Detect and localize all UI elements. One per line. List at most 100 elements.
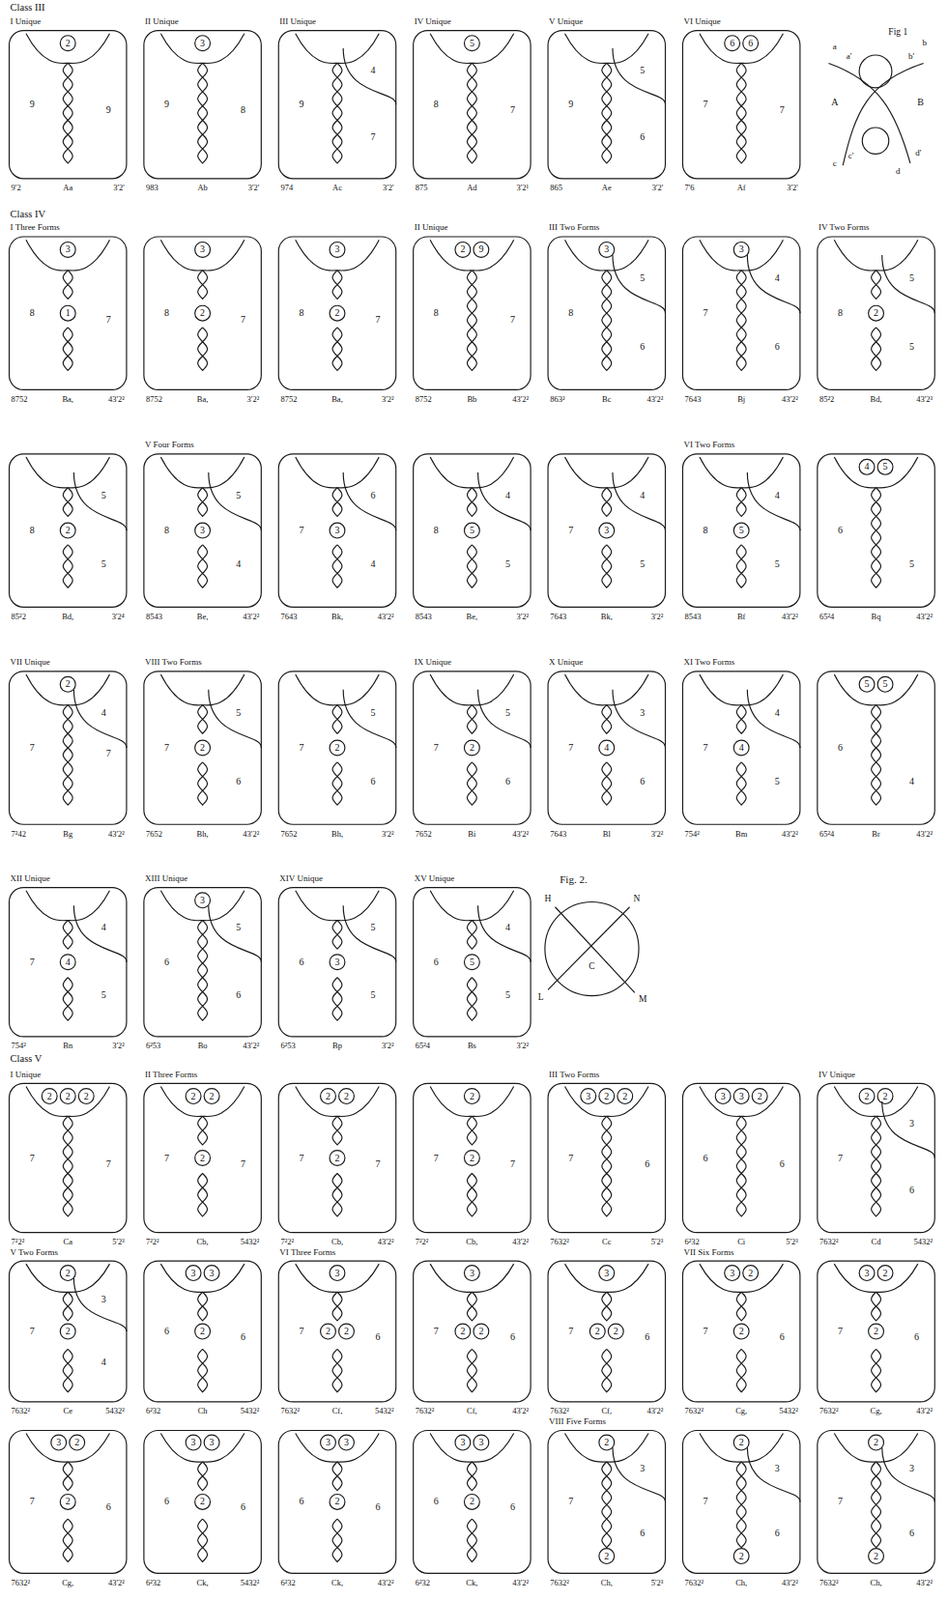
small-loop — [69, 1435, 86, 1451]
notation-code: Ae — [602, 183, 612, 193]
twist-lens — [602, 1519, 612, 1534]
entry-strand — [699, 674, 742, 706]
region-number: 7 — [371, 132, 376, 143]
twist-lens — [871, 776, 882, 792]
class-heading: Class V — [10, 1054, 43, 1065]
notation-code: 6²32 — [685, 1237, 700, 1247]
twist-lens — [466, 776, 477, 792]
small-loop — [455, 242, 471, 259]
notation-code: 9'2 — [11, 183, 22, 193]
twist-lens — [198, 1519, 208, 1534]
notation-code: 5432² — [240, 1579, 260, 1588]
twist-lens — [736, 1292, 747, 1307]
region-number: 5 — [469, 957, 475, 968]
twist-lens — [198, 1363, 208, 1379]
outer-strand — [682, 671, 800, 825]
twist-lens — [466, 106, 477, 121]
outer-strand — [413, 1261, 531, 1403]
region-number: 2 — [873, 1551, 879, 1562]
crossing-loop — [73, 1278, 127, 1332]
region-number: 6 — [164, 1496, 170, 1507]
twist-lens — [871, 733, 882, 748]
twist-lens — [602, 705, 612, 720]
twist-lens — [466, 1519, 477, 1534]
twist-lens — [602, 573, 612, 588]
twist-lens — [466, 1363, 477, 1379]
small-loop — [751, 1089, 768, 1105]
region-number: 9 — [298, 99, 304, 110]
entry-strand — [295, 33, 338, 64]
twist-lens — [736, 327, 747, 343]
region-number: 9 — [164, 99, 170, 110]
crossing-loop — [612, 689, 666, 748]
notation-code: 43'2² — [781, 829, 799, 838]
region-number: 7 — [837, 1153, 843, 1164]
region-number: 3 — [603, 1268, 609, 1279]
notation-code: 5'2³ — [651, 1579, 664, 1588]
entry-strand — [67, 1433, 110, 1463]
figure-letter: A — [831, 97, 838, 108]
entry-strand — [699, 239, 742, 271]
notation-code: Cc — [602, 1237, 611, 1247]
region-number: 7 — [510, 1159, 516, 1170]
small-loop — [51, 1435, 67, 1451]
region-number: 7 — [568, 1496, 574, 1507]
region-number: 2 — [469, 1153, 475, 1164]
notation-code: 8543 — [685, 612, 702, 622]
region-number: 3 — [200, 38, 205, 49]
twist-lens — [198, 1462, 208, 1477]
twist-lens — [198, 1306, 208, 1322]
form-heading: XIV Unique — [279, 874, 323, 884]
region-number: 3 — [56, 1437, 61, 1448]
small-loop — [195, 242, 211, 259]
twist-lens — [871, 718, 882, 734]
notation-code: 43'2² — [512, 1237, 529, 1247]
region-number: 6 — [775, 342, 780, 352]
form-heading: III Two Forms — [548, 223, 600, 232]
notation-code: 7632² — [11, 1407, 31, 1416]
notation-code: Ck, — [197, 1579, 209, 1588]
entry-strand — [430, 239, 472, 271]
region-number: 2 — [344, 1326, 349, 1337]
twist-lens — [602, 559, 612, 575]
region-number: 3 — [65, 244, 71, 255]
region-number: 3 — [639, 1464, 645, 1474]
outer-strand — [547, 1430, 665, 1574]
region-number: 3 — [334, 957, 340, 968]
outer-strand — [413, 1430, 531, 1574]
twist-lens — [871, 1145, 882, 1160]
twist-lens — [602, 718, 612, 734]
twist-lens — [871, 530, 882, 546]
twist-lens — [871, 502, 882, 518]
twist-lens — [736, 502, 747, 518]
twist-lens — [332, 1476, 343, 1492]
region-number: 2 — [603, 1551, 609, 1562]
notation-code: 7652 — [145, 829, 163, 838]
figure-line — [547, 907, 630, 991]
region-number: 5 — [371, 922, 376, 933]
outer-strand — [413, 30, 531, 179]
region-number: 6 — [164, 1326, 170, 1337]
twist-lens — [466, 992, 477, 1007]
region-number: 4 — [101, 1357, 107, 1368]
twist-lens — [602, 1202, 612, 1217]
region-number: 3 — [191, 1437, 197, 1448]
small-loop — [203, 1435, 220, 1451]
outer-strand — [547, 454, 665, 607]
small-loop — [329, 1265, 345, 1282]
notation-code: 7632² — [549, 1407, 570, 1416]
region-number: 7 — [298, 1326, 304, 1337]
crossing-loop — [478, 689, 532, 748]
form-heading: II Unique — [144, 17, 179, 27]
region-number: 8 — [568, 308, 574, 318]
twist-lens — [466, 1548, 477, 1563]
region-number: 3 — [729, 1268, 735, 1279]
twist-lens — [736, 119, 747, 135]
region-number: 3 — [209, 1268, 215, 1279]
twist-lens — [62, 1292, 73, 1307]
entry-strand — [337, 1087, 379, 1118]
notation-code: 8752 — [280, 395, 297, 404]
twist-lens — [736, 705, 747, 720]
small-loop — [599, 1089, 615, 1105]
twist-lens — [602, 1349, 612, 1364]
